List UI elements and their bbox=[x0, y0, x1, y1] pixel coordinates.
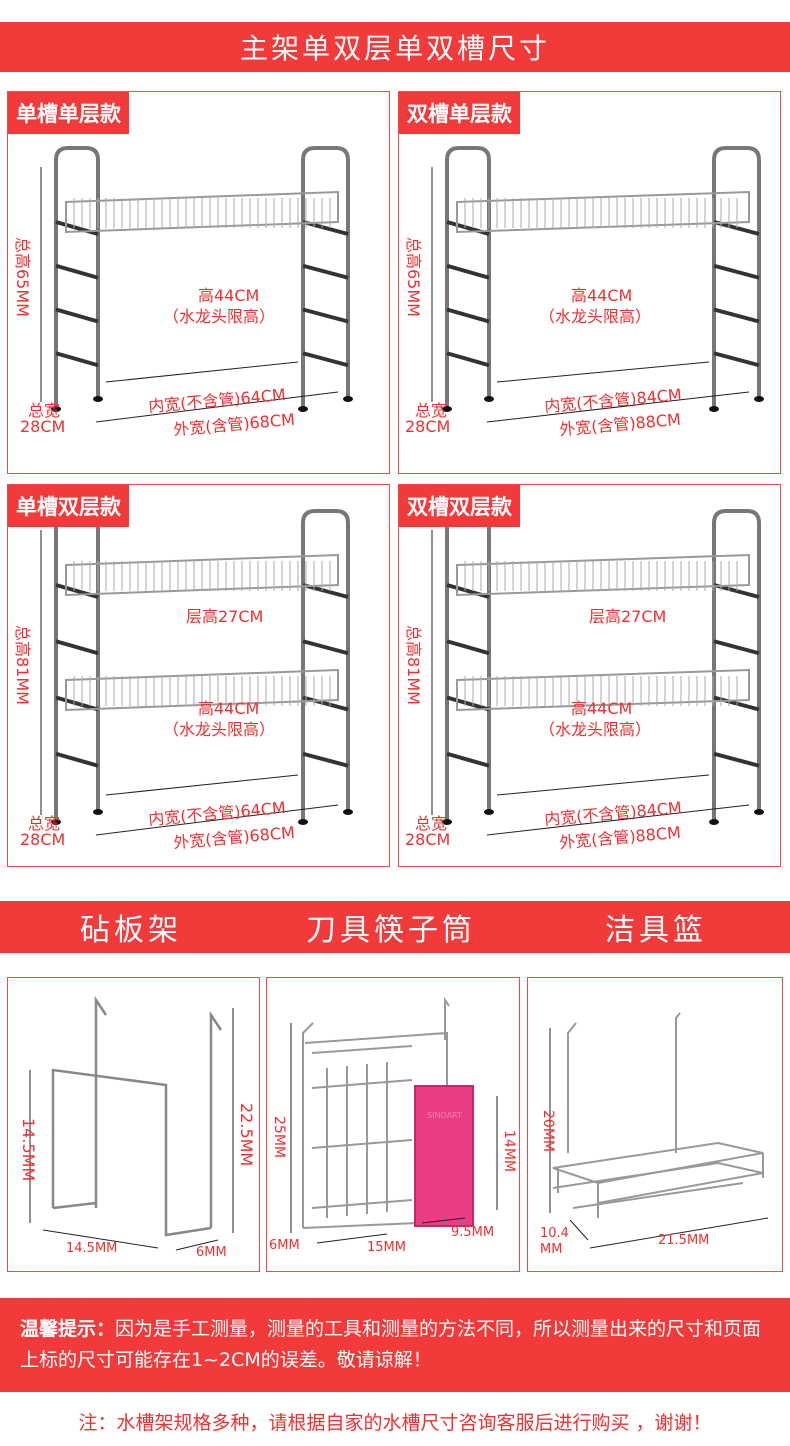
measurement-tip: 温馨提示：因为是手工测量，测量的工具和测量的方法不同，所以测量出来的尺寸和页面上… bbox=[0, 1298, 790, 1392]
accessory-panel-cutting-board-rack: 14.5MM 22.5MM 14.5MM 6MM bbox=[7, 977, 260, 1272]
accessory-panel-utensil-holder: SINOART 25MM 14MM 6MM 15MM 9.5MM bbox=[266, 977, 520, 1272]
dim-height: 25MM bbox=[271, 1116, 287, 1158]
dim-depth: 6MM bbox=[196, 1245, 227, 1260]
accessory-panel-cleaning-basket: 20MM 10.4 MM 21.5MM bbox=[527, 977, 783, 1272]
tip-label: 温馨提示： bbox=[20, 1318, 116, 1340]
faucet-height-label: 高44CM bbox=[198, 699, 260, 718]
accessory-title-cleaning-basket: 洁具篮 bbox=[605, 913, 707, 948]
faucet-height-label: 高44CM bbox=[571, 699, 633, 718]
faucet-note-label: （水龙头限高） bbox=[163, 720, 276, 739]
dim-height: 20MM bbox=[540, 1110, 556, 1152]
rack-title-tag: 双槽单层款 bbox=[399, 92, 520, 134]
depth-label: 总宽 bbox=[28, 814, 61, 833]
sink-rack-drawing bbox=[40, 509, 353, 836]
total-height-label: 总高81MM bbox=[404, 625, 423, 705]
header-title: 主架单双层单双槽尺寸 bbox=[239, 32, 550, 65]
faucet-note-label: （水龙头限高） bbox=[539, 307, 652, 326]
purchase-note: 注：水槽架规格多种，请根据自家的水槽尺寸咨询客服后进行购买 ，谢谢！ bbox=[78, 1412, 712, 1434]
dim-cup-width: 9.5MM bbox=[451, 1225, 495, 1240]
dim-height-frame: 14.5MM bbox=[19, 1118, 38, 1182]
faucet-height-label: 高44CM bbox=[198, 286, 260, 305]
cutting-board-rack-drawing bbox=[29, 995, 234, 1251]
depth-label: 总宽 bbox=[415, 814, 448, 833]
page-header: 主架单双层单双槽尺寸 bbox=[0, 22, 790, 72]
dim-height-total: 22.5MM bbox=[237, 1103, 256, 1167]
total-height-label: 总高65MM bbox=[404, 237, 423, 317]
dim-depth-unit: MM bbox=[540, 1242, 563, 1257]
faucet-note-label: （水龙头限高） bbox=[163, 307, 276, 326]
brand-text: SINOART bbox=[427, 1111, 462, 1120]
accessories-header: 砧板架 刀具筷子筒 洁具篮 bbox=[0, 901, 790, 953]
total-height-label: 总高81MM bbox=[13, 625, 32, 705]
layer-height-label: 层高27CM bbox=[186, 607, 264, 626]
depth-value: 28CM bbox=[405, 830, 451, 849]
sink-rack-drawing bbox=[431, 509, 764, 836]
dim-depth: 6MM bbox=[269, 1238, 300, 1253]
rack-title-tag: 单槽单层款 bbox=[8, 92, 129, 134]
depth-label: 总宽 bbox=[415, 401, 448, 420]
total-height-label: 总高65MM bbox=[13, 237, 32, 317]
faucet-height-label: 高44CM bbox=[571, 286, 633, 305]
dim-depth-value: 10.4 bbox=[540, 1226, 569, 1241]
depth-value: 28CM bbox=[20, 417, 66, 436]
sink-rack-drawing bbox=[40, 146, 353, 423]
accessory-title-cutting-board-rack: 砧板架 bbox=[80, 913, 182, 948]
depth-value: 28CM bbox=[405, 417, 451, 436]
dim-width: 14.5MM bbox=[66, 1241, 118, 1256]
tip-text: 因为是手工测量，测量的工具和测量的方法不同，所以测量出来的尺寸和页面上标的尺寸可… bbox=[20, 1318, 762, 1371]
utensil-holder-drawing: SINOART bbox=[290, 996, 498, 1244]
dim-width: 21.5MM bbox=[658, 1233, 710, 1248]
rack-title-tag: 单槽双层款 bbox=[8, 485, 129, 527]
accessory-title-utensil-holder: 刀具筷子筒 bbox=[306, 913, 476, 948]
layer-height-label: 层高27CM bbox=[589, 607, 667, 626]
sink-rack-drawing bbox=[431, 146, 764, 423]
dim-cup-height: 14MM bbox=[501, 1130, 517, 1172]
cleaning-basket-drawing bbox=[549, 1012, 769, 1249]
dim-width: 15MM bbox=[367, 1240, 406, 1255]
rack-title-tag: 双槽双层款 bbox=[399, 485, 520, 527]
depth-label: 总宽 bbox=[28, 401, 61, 420]
depth-value: 28CM bbox=[20, 830, 66, 849]
faucet-note-label: （水龙头限高） bbox=[539, 720, 652, 739]
